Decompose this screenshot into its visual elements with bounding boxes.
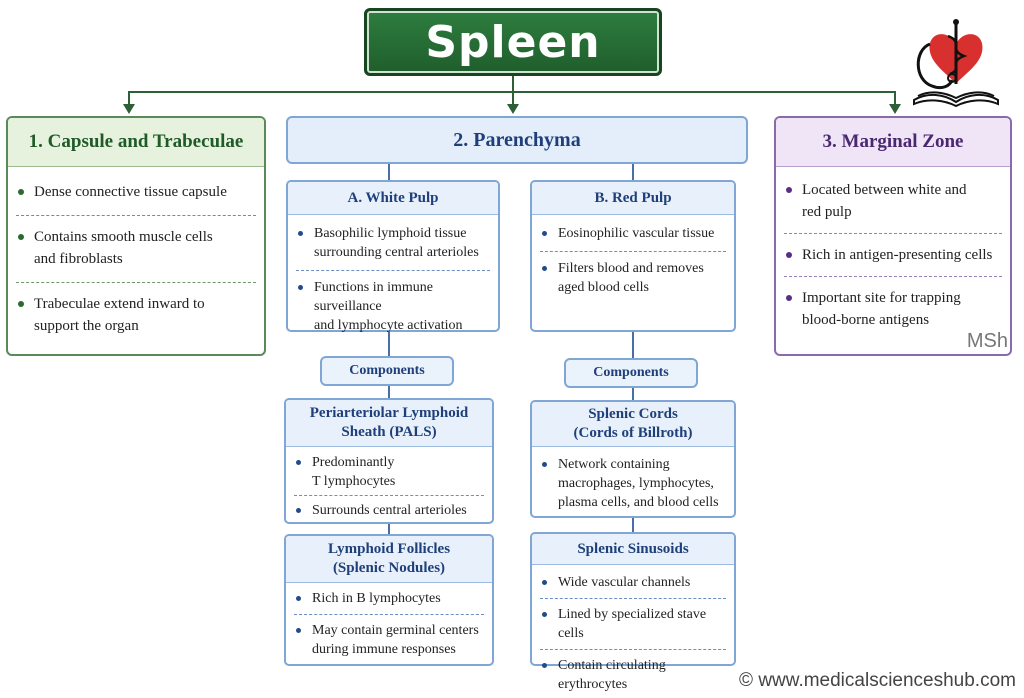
list-item: Dense connective tissue capsule: [8, 181, 264, 203]
page-title: Spleen: [364, 8, 662, 76]
connector: [632, 388, 634, 400]
marginal-zone-box: 3. Marginal Zone Located between white a…: [774, 116, 1012, 356]
arrow-down-icon: [123, 104, 135, 114]
splenic-cords-box: Splenic Cords (Cords of Billroth) Networ…: [530, 400, 736, 518]
parenchyma-title: 2. Parenchyma: [286, 116, 748, 164]
white-pulp-components-label: Components: [320, 356, 454, 386]
list-item: Rich in B lymphocytes: [286, 589, 492, 608]
connector: [512, 76, 514, 92]
marginal-zone-title: 3. Marginal Zone: [776, 118, 1010, 167]
sinusoids-title: Splenic Sinusoids: [532, 534, 734, 565]
divider: [784, 233, 1002, 234]
list-item: Lined by specialized stave cells: [532, 605, 734, 643]
list-item: Wide vascular channels: [532, 573, 734, 592]
connector: [388, 386, 390, 398]
capsule-title: 1. Capsule and Trabeculae: [8, 118, 264, 167]
follicles-title: Lymphoid Follicles (Splenic Nodules): [286, 536, 492, 583]
red-pulp-components-label: Components: [564, 358, 698, 388]
copyright-credit: © www.medicalscienceshub.com: [739, 670, 1016, 691]
list-item: Rich in antigen-presenting cells: [776, 244, 1010, 266]
pals-title: Periarteriolar Lymphoid Sheath (PALS): [286, 400, 492, 447]
divider: [296, 270, 490, 271]
list-item: Surrounds central arterioles: [286, 501, 492, 520]
divider: [784, 276, 1002, 277]
list-item: Eosinophilic vascular tissue: [532, 224, 734, 243]
divider: [294, 495, 484, 496]
splenic-sinusoids-box: Splenic Sinusoids Wide vascular channels…: [530, 532, 736, 692]
cords-title: Splenic Cords (Cords of Billroth): [532, 402, 734, 447]
divider: [16, 282, 256, 283]
red-pulp-title: B. Red Pulp: [532, 182, 734, 215]
connector: [632, 518, 634, 532]
divider: [540, 251, 726, 252]
connector: [388, 332, 390, 356]
divider: [16, 215, 256, 216]
divider: [540, 649, 726, 650]
arrow-down-icon: [507, 104, 519, 114]
watermark: MSh: [966, 330, 1008, 352]
white-pulp-box: A. White Pulp Basophilic lymphoid tissue…: [286, 180, 500, 335]
connector: [894, 91, 896, 105]
connector: [388, 524, 390, 534]
capsule-trabeculae-box: 1. Capsule and Trabeculae Dense connecti…: [6, 116, 266, 356]
divider: [540, 598, 726, 599]
pals-box: Periarteriolar Lymphoid Sheath (PALS) Pr…: [284, 398, 494, 524]
connector: [128, 91, 130, 105]
arrow-down-icon: [889, 104, 901, 114]
connector: [632, 164, 634, 180]
connector: [632, 332, 634, 358]
divider: [294, 614, 484, 615]
list-item: Network containing macrophages, lymphocy…: [532, 455, 734, 512]
red-pulp-box: B. Red Pulp Eosinophilic vascular tissue…: [530, 180, 736, 332]
white-pulp-title: A. White Pulp: [288, 182, 498, 215]
list-item: Contain circulating erythrocytes: [532, 656, 734, 694]
caduceus-heart-book-icon: [913, 19, 999, 108]
connector: [512, 91, 514, 105]
lymphoid-follicles-box: Lymphoid Follicles (Splenic Nodules) Ric…: [284, 534, 494, 666]
connector: [388, 164, 390, 180]
